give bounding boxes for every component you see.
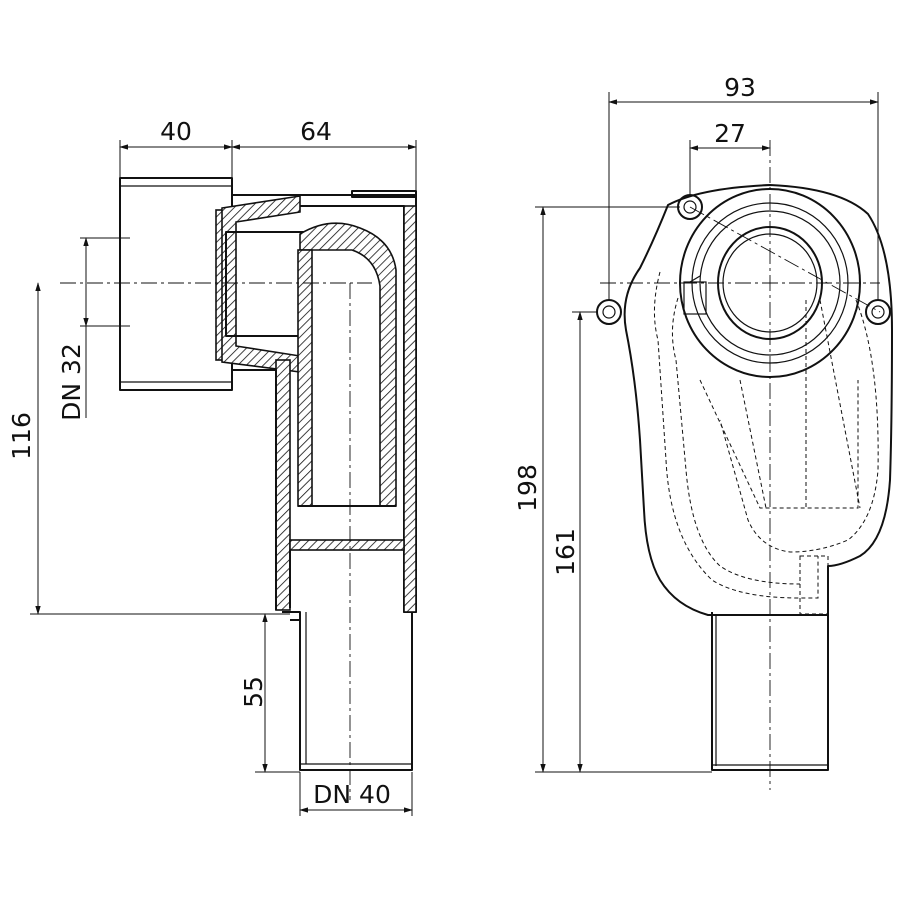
- dim-mount-height: 161: [551, 311, 598, 773]
- side-view: 40 64 DN 32 116 55: [7, 117, 417, 816]
- dim-label-inlet-size: DN 32: [57, 343, 86, 421]
- dim-label-overall-height: 198: [513, 464, 542, 512]
- dim-label-inlet-depth: 40: [160, 117, 192, 146]
- outlet-pipe: [282, 611, 413, 771]
- threaded-connector: [221, 195, 309, 373]
- dim-label-inlet-offset: 27: [714, 119, 746, 148]
- dim-overall-width: 93: [608, 73, 879, 300]
- dim-label-body-depth: 64: [300, 117, 332, 146]
- dim-outlet-size: DN 40: [299, 772, 413, 816]
- dim-label-outlet-length: 55: [239, 676, 268, 708]
- inner-elbow: [297, 222, 397, 507]
- lower-collar: [289, 539, 405, 608]
- dim-label-mount-height: 161: [551, 528, 580, 576]
- dim-inlet-size: DN 32: [57, 237, 130, 421]
- dim-body-depth: 64: [231, 117, 417, 190]
- dim-inlet-height: 116: [7, 282, 290, 615]
- front-view: 93 27 198 161: [513, 73, 893, 790]
- dim-outlet-length: 55: [239, 613, 300, 773]
- dim-inlet-offset: 27: [689, 119, 771, 196]
- mounting-lugs: [596, 194, 891, 325]
- dim-overall-height: 198: [513, 206, 712, 773]
- outer-housing: [231, 180, 417, 613]
- dim-label-inlet-height: 116: [7, 412, 36, 460]
- dim-label-overall-width: 93: [724, 73, 756, 102]
- dim-inlet-depth: 40: [119, 117, 233, 178]
- dim-label-outlet-size: DN 40: [313, 780, 391, 809]
- inlet-sleeve: [119, 177, 233, 391]
- front-body-outline: [623, 184, 893, 616]
